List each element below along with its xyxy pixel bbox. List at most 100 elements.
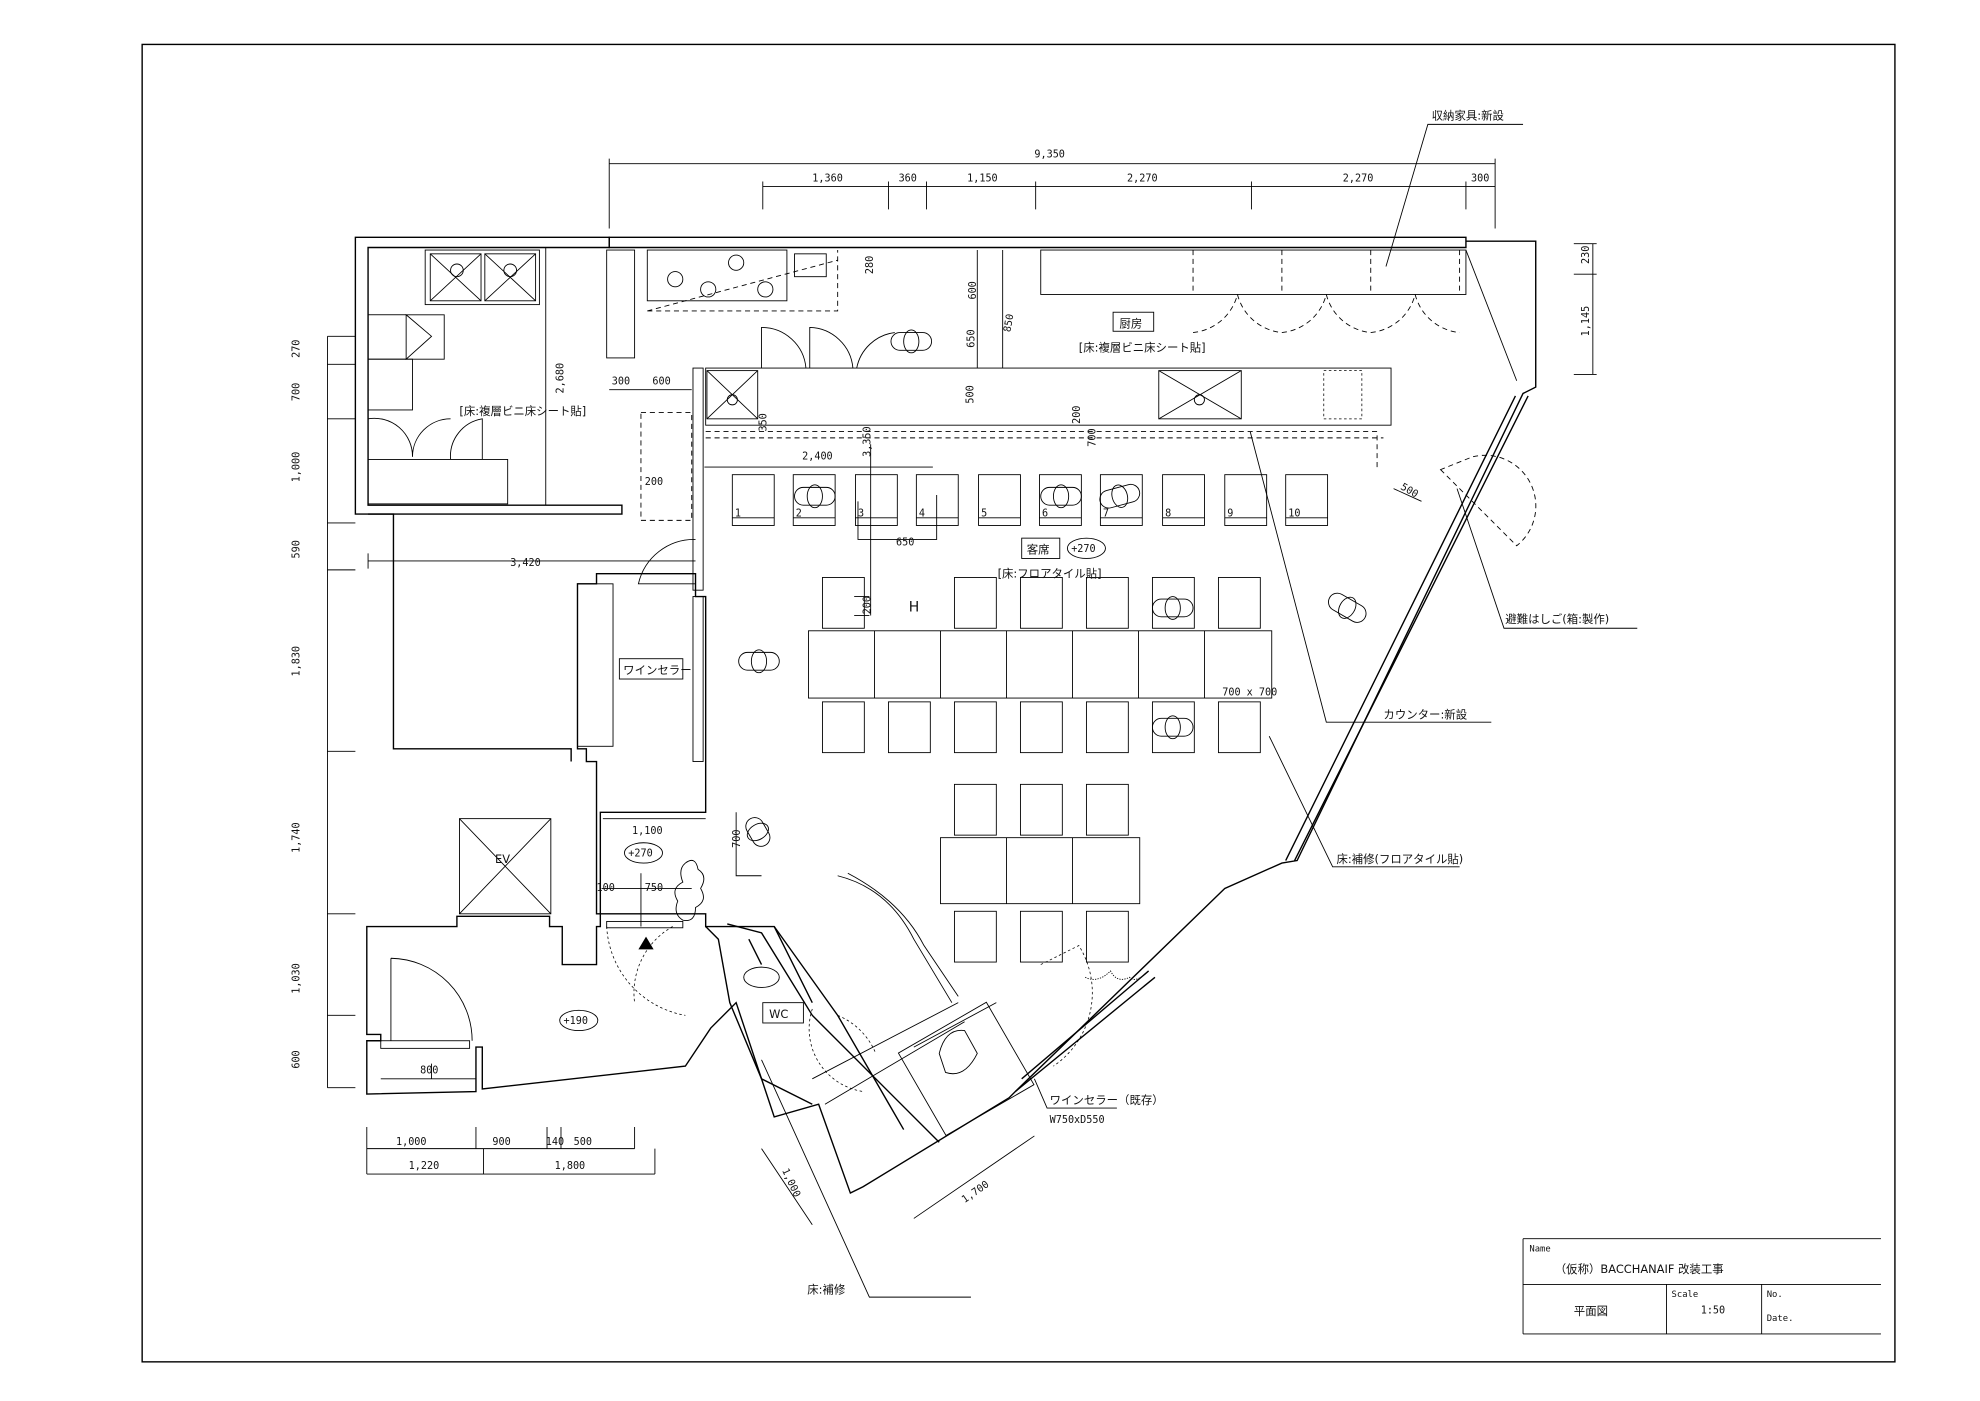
counter-seat <box>854 474 898 526</box>
seat-number: 6 <box>1042 509 1048 520</box>
seat-number: 2 <box>796 509 802 520</box>
dim-bottom-6: 1,800 <box>555 1161 586 1172</box>
dim-200b: 200 <box>645 477 663 488</box>
stool <box>1019 577 1063 629</box>
seat-number: 3 <box>858 509 864 520</box>
seat-number: 10 <box>1288 509 1300 520</box>
dim-100: 100 <box>597 883 615 894</box>
dim-overall: 9,350 <box>1034 149 1065 160</box>
dim-top-1: 1,360 <box>812 173 843 184</box>
dim-right-1: 230 <box>1581 246 1592 264</box>
dim-left-8: 600 <box>292 1050 303 1068</box>
stool <box>953 577 997 629</box>
sink-icon <box>484 253 537 302</box>
bottom-dimensions: 1,000 900 140 500 1,220 1,800 <box>366 1127 656 1175</box>
wc-label: WC <box>769 1007 788 1021</box>
sink-icon <box>429 253 482 302</box>
stool <box>887 701 931 754</box>
counter-seat <box>1099 474 1143 526</box>
seat-number: 4 <box>919 509 925 520</box>
dim-3420: 3,420 <box>510 558 541 569</box>
date-label: Date. <box>1767 1314 1794 1324</box>
dim-650b: 650 <box>967 329 978 347</box>
counter-seat <box>1039 474 1082 526</box>
dim-top-3: 1,150 <box>967 173 998 184</box>
dim-left-3: 1,000 <box>292 452 303 483</box>
dim-200c: 200 <box>1072 406 1083 424</box>
dim-bottom-1: 1,000 <box>396 1137 427 1148</box>
scale-label: Scale <box>1672 1290 1699 1300</box>
stool <box>1019 910 1063 963</box>
dim-top-6: 300 <box>1471 173 1489 184</box>
dim-bottom-5: 1,220 <box>409 1161 440 1172</box>
dining-tables <box>808 630 1273 905</box>
seating-level: +270 <box>1071 544 1095 555</box>
drawing-title: 平面図 <box>1574 1304 1608 1318</box>
prep-floor-label: [床:複層ビニ床シート貼] <box>459 404 586 418</box>
entry-level: +270 <box>628 849 652 860</box>
stool <box>1217 701 1261 754</box>
dim-3350: 3,350 <box>863 426 874 457</box>
lobby-level: +190 <box>564 1016 588 1027</box>
callout-counter: カウンター:新設 <box>1383 707 1467 721</box>
h-mark: H <box>909 600 920 616</box>
dim-left-1: 270 <box>292 340 303 358</box>
dim-350: 350 <box>759 413 770 431</box>
top-dimensions: 9,350 1,360 360 1,150 2,270 2,270 300 <box>608 149 1496 229</box>
counter-seat <box>731 474 775 526</box>
sink-icon <box>1158 370 1242 420</box>
title-block: Name （仮称）BACCHANAIF 改装工事 平面図 Scale 1:50 … <box>1522 1238 1881 1335</box>
seat-number: 5 <box>981 509 987 520</box>
dim-right-2: 1,145 <box>1581 306 1592 337</box>
counter-seat <box>1285 474 1329 526</box>
entrance-arrow-icon <box>638 936 654 950</box>
seat-number: 7 <box>1103 509 1109 520</box>
kitchen-equipment <box>367 249 1467 585</box>
name-label: Name <box>1529 1244 1550 1254</box>
right-dimensions: 230 1,145 <box>1573 243 1597 375</box>
elevator-label: EV <box>495 852 510 866</box>
dim-top-4: 2,270 <box>1127 173 1158 184</box>
scale-value: 1:50 <box>1701 1306 1725 1317</box>
dim-top-2: 360 <box>899 173 917 184</box>
callout-wine-existing: ワインセラー（既存） <box>1050 1093 1164 1107</box>
stool <box>953 910 997 963</box>
no-label: No. <box>1767 1290 1783 1300</box>
counter-seat <box>1224 474 1268 526</box>
person-figures <box>738 329 1367 847</box>
dim-800: 800 <box>420 1066 438 1077</box>
stool <box>1019 783 1063 836</box>
sink-icon <box>706 370 759 420</box>
inner-dimensions: 2,680 300 600 2,400 3,350 350 650 200 20… <box>367 247 1422 1226</box>
kitchen-floor-label: [床:複層ビニ床シート貼] <box>1079 341 1206 355</box>
counter-seat <box>1162 474 1205 526</box>
sheet-border <box>141 43 1896 1363</box>
table-size: 700 x 700 <box>1222 688 1277 699</box>
stool <box>1019 701 1063 754</box>
project-name: （仮称）BACCHANAIF 改装工事 <box>1555 1262 1724 1276</box>
room-labels: 厨房 [床:複層ビニ床シート貼] [床:複層ビニ床シート貼] 客席 +270 [… <box>459 311 1206 1032</box>
dim-500b: 500 <box>965 385 976 403</box>
kitchen-label: 厨房 <box>1119 316 1142 330</box>
seating-label: 客席 <box>1027 542 1050 556</box>
stool <box>1151 701 1195 754</box>
seat-number: 1 <box>735 509 741 520</box>
stool <box>821 701 865 754</box>
dim-750: 750 <box>645 883 663 894</box>
dim-1000: 1,000 <box>779 1167 802 1199</box>
stools <box>821 577 1261 963</box>
dim-700b: 700 <box>732 829 743 847</box>
table <box>940 837 1141 905</box>
dim-top-5: 2,270 <box>1343 173 1374 184</box>
dim-1100: 1,100 <box>632 826 663 837</box>
long-table <box>808 630 1273 699</box>
seat-number: 9 <box>1227 509 1233 520</box>
callout-floor-repair-tile: 床:補修(フロアタイル貼) <box>1336 852 1463 866</box>
stool <box>1085 701 1129 754</box>
dim-2400: 2,400 <box>802 451 833 462</box>
counter-seat <box>915 474 959 526</box>
dim-left-2: 700 <box>292 383 303 401</box>
stool <box>1217 577 1261 629</box>
dim-500: 500 <box>1398 482 1419 501</box>
